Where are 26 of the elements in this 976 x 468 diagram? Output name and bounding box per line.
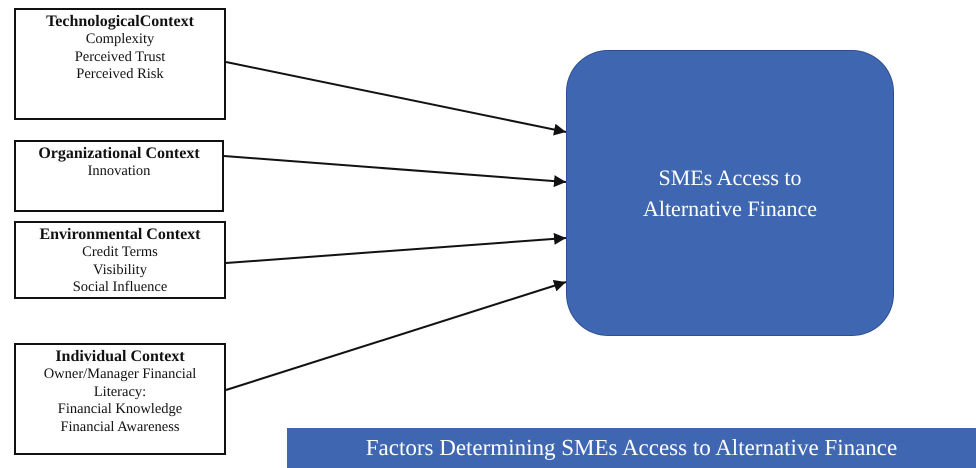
factor-text: Complexity <box>86 31 154 48</box>
outcome-box <box>566 50 894 336</box>
context-box <box>14 343 226 455</box>
title-banner <box>287 428 976 468</box>
factor-text: Financial Awareness <box>60 418 180 436</box>
box-heading: Organizational Context <box>38 144 200 163</box>
factor-text: Perceived Risk <box>76 66 164 84</box>
arrow <box>226 61 566 136</box>
arrow <box>226 280 566 391</box>
context-box <box>14 8 226 120</box>
factor-text: Credit Terms <box>82 244 158 262</box>
factor-text: Perceived Trust <box>74 48 166 66</box>
arrow <box>226 232 566 264</box>
factor-text: Owner/Manager Financial Literacy: <box>42 366 198 401</box>
box-text: SMEs Access to Alternative Finance <box>642 164 818 223</box>
box-text: Factors Determining SMEs Access to Alternative Finance <box>366 435 898 461</box>
factor-text: Social Influence <box>72 279 168 296</box>
box-heading: TechnologicalContext <box>46 12 194 31</box>
factor-text: Financial Knowledge <box>58 401 182 418</box>
box-heading: Environmental Context <box>39 225 201 244</box>
context-box <box>14 221 226 299</box>
factor-text: Innovation <box>88 163 150 180</box>
box-heading: Individual Context <box>55 347 185 366</box>
factor-text: Visibility <box>93 262 147 279</box>
context-box <box>14 140 224 212</box>
arrow <box>224 155 566 188</box>
